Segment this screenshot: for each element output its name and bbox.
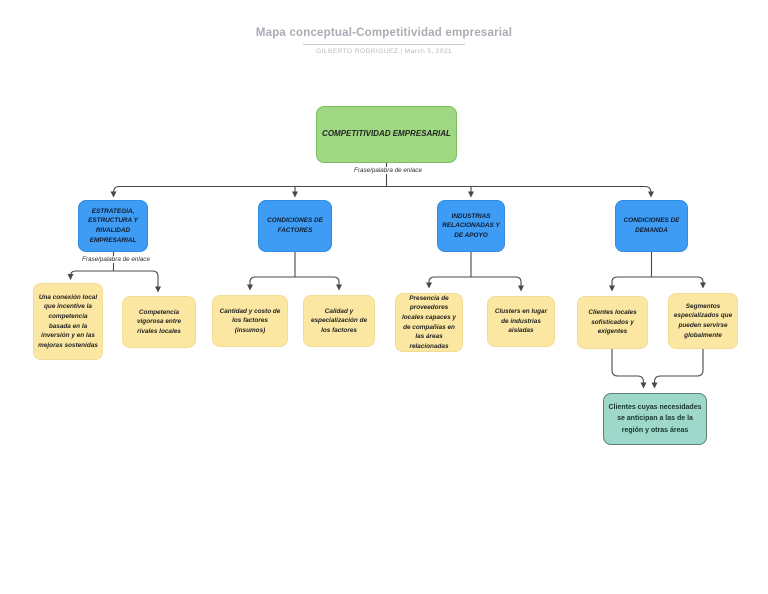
node-outcome-clientes-necesidades: Clientes cuyas necesidades se anticipan … [603, 393, 707, 445]
node-label: Una conexión local que incentive la comp… [38, 293, 98, 349]
page-title: Mapa conceptual-Competitividad empresari… [255, 27, 513, 39]
node-detail-segmentos-especializados: Segmentos especializados que pueden serv… [668, 293, 738, 349]
node-detail-conexion-local: Una conexión local que incentive la comp… [33, 283, 103, 360]
node-root-label: COMPETITIVIDAD EMPRESARIAL [322, 129, 451, 139]
node-label: Cantidad y costo de los factores (insumo… [219, 307, 281, 334]
node-detail-clientes-sofisticados: Clientes locales sofisticados y exigente… [577, 296, 648, 349]
node-category-factores: CONDICIONES DE FACTORES [258, 200, 332, 252]
node-detail-calidad-especializacion: Calidad y especialización de los factore… [303, 295, 375, 347]
node-label: Segmentos especializados que pueden serv… [673, 302, 733, 339]
node-label: Clientes locales sofisticados y exigente… [588, 309, 637, 336]
node-category-estrategia: ESTRATEGIA, ESTRUCTURA Y RIVALIDAD EMPRE… [78, 200, 148, 252]
page-byline: GILBERTO RODRIGUEZ | March 5, 2021 [316, 48, 452, 55]
node-detail-clusters: Clusters en lugar de industrias aisladas [487, 296, 555, 347]
node-label: Clusters en lugar de industrias aisladas [494, 308, 548, 335]
node-detail-cantidad-costo: Cantidad y costo de los factores (insumo… [212, 295, 288, 347]
edge-label-root: Frase/palabra de enlace [331, 167, 445, 174]
edge-label-branch1: Frase/palabra de enlace [70, 256, 162, 263]
node-label: Competencia vigorosa entre rivales local… [136, 308, 182, 335]
node-label: Clientes cuyas necesidades se anticipan … [608, 404, 702, 434]
node-category-industrias: INDUSTRIAS RELACIONADAS Y DE APOYO [437, 200, 505, 252]
node-label: Calidad y especialización de los factore… [310, 307, 368, 334]
title-divider [303, 44, 465, 45]
node-detail-proveedores-locales: Presencia de proveedores locales capaces… [395, 293, 463, 352]
node-label: ESTRATEGIA, ESTRUCTURA Y RIVALIDAD EMPRE… [88, 207, 138, 244]
node-label: CONDICIONES DE DEMANDA [623, 217, 680, 234]
node-category-demanda: CONDICIONES DE DEMANDA [615, 200, 688, 252]
node-label: Presencia de proveedores locales capaces… [401, 294, 456, 350]
node-label: INDUSTRIAS RELACIONADAS Y DE APOYO [442, 212, 500, 239]
node-root: COMPETITIVIDAD EMPRESARIAL [316, 106, 457, 163]
node-label: CONDICIONES DE FACTORES [267, 217, 323, 234]
node-detail-competencia-vigorosa: Competencia vigorosa entre rivales local… [122, 296, 196, 348]
